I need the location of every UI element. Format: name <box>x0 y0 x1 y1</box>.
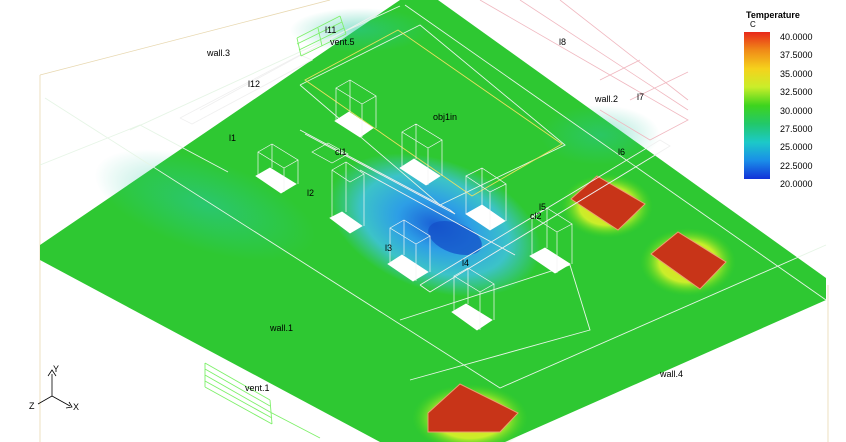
legend-color-bar <box>744 32 770 179</box>
label-vent-5: vent.5 <box>330 37 355 47</box>
label-l6: l6 <box>618 147 625 157</box>
label-l2: l2 <box>307 188 314 198</box>
vent-5 <box>296 15 347 57</box>
teal-zone-top <box>290 8 430 52</box>
label-l4: l4 <box>462 258 469 268</box>
legend-value: 27.5000 <box>780 123 813 134</box>
label-wall-4: wall.4 <box>659 369 683 379</box>
label-wall-2: wall.2 <box>594 94 618 104</box>
label-l1: l1 <box>229 133 236 143</box>
temperature-legend: Temperature C 40.0000 37.5000 35.0000 32… <box>740 8 844 189</box>
legend-value: 20.0000 <box>780 179 813 190</box>
axis-label-y: Y <box>53 364 59 374</box>
fixture-frames <box>257 79 573 330</box>
fixture-2 <box>334 111 374 138</box>
fixture-8 <box>451 303 493 331</box>
fixture-7 <box>529 247 571 274</box>
label-l11: l11 <box>325 25 336 35</box>
label-l5: l5 <box>539 202 546 212</box>
legend-value: 30.0000 <box>780 105 813 116</box>
fixture-6 <box>387 254 429 282</box>
label-wall-1: wall.1 <box>269 323 293 333</box>
axis-label-x: X <box>73 402 79 412</box>
label-cl1: cl1 <box>335 147 347 157</box>
hot-source-3 <box>427 383 519 433</box>
legend-value: 22.5000 <box>780 160 813 171</box>
floor-lines <box>39 4 827 389</box>
fixture-3 <box>399 158 441 186</box>
label-l3: l3 <box>385 243 392 253</box>
label-cl2: cl2 <box>530 211 542 221</box>
legend-values: 40.0000 37.5000 35.0000 32.5000 30.0000 … <box>780 28 842 194</box>
label-obj1in: obj1in <box>433 112 457 122</box>
label-l8: l8 <box>559 37 566 47</box>
legend-value: 40.0000 <box>780 32 813 42</box>
label-vent-1: vent.1 <box>245 383 270 393</box>
label-l7: l7 <box>637 92 644 102</box>
legend-value: 32.5000 <box>780 87 813 98</box>
label-l12: l12 <box>248 79 260 89</box>
legend-value: 35.0000 <box>780 68 813 79</box>
x-axis-line <box>51 395 71 407</box>
axis-arrow-icon <box>47 369 73 409</box>
z-axis-line <box>37 395 53 405</box>
label-wall-3: wall.3 <box>206 48 230 58</box>
legend-value: 37.5000 <box>780 50 813 61</box>
teal-zone-right <box>540 105 660 165</box>
fixture-4 <box>465 204 506 231</box>
fixtures <box>255 111 571 331</box>
partitions <box>179 11 671 293</box>
fixture-5 <box>329 211 363 234</box>
wall-2-frame <box>479 0 689 141</box>
legend-value: 25.0000 <box>780 142 813 153</box>
hot-source-2 <box>650 231 727 290</box>
legend-unit: C <box>750 20 756 29</box>
teal-zone-left <box>94 149 316 261</box>
fixture-1 <box>255 167 297 194</box>
vent-1 <box>204 362 321 439</box>
legend-title: Temperature <box>746 10 800 20</box>
axis-triad: Y X Z <box>29 364 79 412</box>
axis-label-z: Z <box>29 401 35 411</box>
